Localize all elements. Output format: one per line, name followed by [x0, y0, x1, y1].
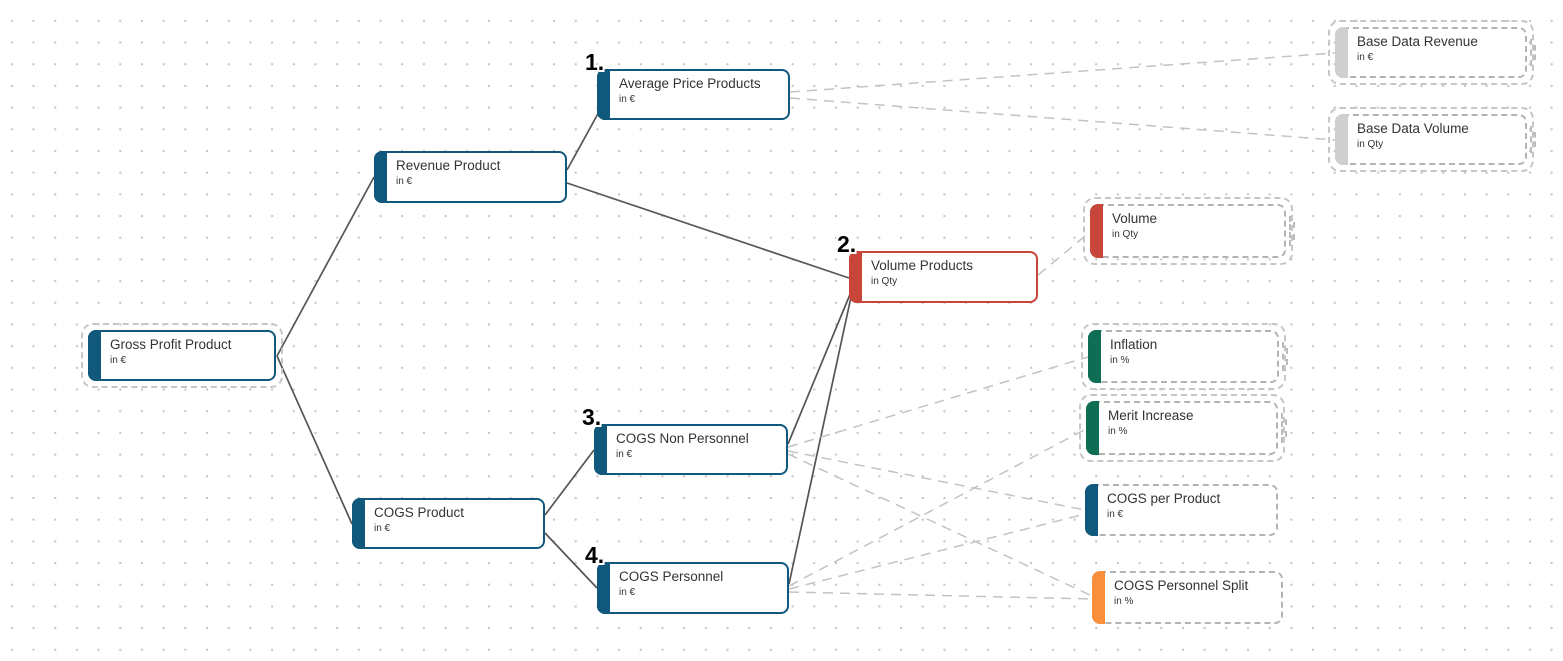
node-box: COGS Personnel in €: [597, 562, 789, 614]
node-title: Revenue Product: [396, 158, 501, 173]
node-unit: in €: [374, 523, 391, 534]
node-number-badge: 3.: [582, 404, 602, 430]
node-unit: in %: [1108, 426, 1128, 437]
node-box: Gross Profit Product in €: [88, 330, 276, 381]
node-accent-bar: [1085, 484, 1098, 536]
node-volume[interactable]: Volume in Qty: [1083, 197, 1295, 265]
node-title: COGS Personnel: [619, 569, 724, 584]
node-accent-bar: [597, 69, 610, 120]
edge-cogs-non-personnel-cogs-per-product: [787, 450, 1086, 511]
node-box: COGS Product in €: [352, 498, 545, 549]
node-unit: in %: [1114, 596, 1134, 607]
edge-gross-profit-product-revenue-product: [276, 176, 375, 357]
edge-cogs-personnel-cogs-personnel-split: [788, 591, 1093, 600]
node-title: Volume: [1112, 211, 1158, 226]
node-revenue-product[interactable]: Revenue Product in €: [374, 151, 567, 203]
edge-cogs-product-cogs-personnel: [544, 532, 598, 589]
edge-average-price-products-base-data-revenue: [789, 52, 1336, 93]
node-unit: in €: [396, 176, 413, 187]
node-unit: in €: [619, 94, 636, 105]
node-title: Average Price Products: [619, 76, 761, 91]
node-number-badge: 1.: [585, 49, 605, 75]
node-cogs-personnel[interactable]: COGS Personnel in € 4.: [585, 544, 789, 614]
edge-cogs-personnel-cogs-per-product: [788, 513, 1086, 590]
node-title: COGS Product: [374, 505, 465, 520]
edge-average-price-products-base-data-volume: [789, 97, 1336, 141]
edge-volume-products-volume: [1037, 231, 1091, 276]
node-gross-profit-product[interactable]: Gross Profit Product in €: [81, 323, 283, 388]
node-number-badge: 2.: [837, 231, 857, 257]
node-accent-bar: [352, 498, 365, 549]
node-title: Volume Products: [871, 258, 974, 273]
node-unit: in €: [619, 587, 636, 598]
node-unit: in Qty: [871, 276, 898, 287]
node-cogs-product[interactable]: COGS Product in €: [352, 498, 545, 549]
node-box: Average Price Products in €: [597, 69, 790, 120]
node-title: Base Data Volume: [1357, 121, 1469, 136]
node-cogs-per-product[interactable]: COGS per Product in €: [1085, 484, 1278, 536]
node-box: COGS per Product in €: [1085, 484, 1278, 536]
node-unit: in %: [1110, 355, 1130, 366]
node-base-data-volume[interactable]: Base Data Volume in Qty: [1328, 107, 1536, 172]
node-title: Inflation: [1110, 337, 1158, 352]
node-accent-bar: [1335, 27, 1348, 78]
edge-cogs-personnel-merit-increase: [788, 428, 1087, 587]
node-cogs-non-personnel[interactable]: COGS Non Personnel in € 3.: [582, 406, 788, 475]
node-box: Volume in Qty: [1090, 204, 1286, 258]
edge-cogs-non-personnel-cogs-personnel-split: [787, 453, 1093, 597]
node-accent-bar: [594, 424, 607, 475]
node-box: Base Data Volume in Qty: [1335, 114, 1527, 165]
node-unit: in €: [1107, 509, 1124, 520]
node-box: Base Data Revenue in €: [1335, 27, 1527, 78]
node-accent-bar: [849, 251, 862, 303]
node-average-price-products[interactable]: Average Price Products in € 1.: [585, 51, 790, 120]
edge-cogs-non-personnel-inflation: [787, 356, 1089, 448]
node-volume-products[interactable]: Volume Products in Qty 2.: [837, 233, 1038, 303]
node-box: COGS Non Personnel in €: [594, 424, 788, 475]
node-accent-bar: [1086, 401, 1099, 455]
edge-revenue-product-average-price-products: [566, 109, 601, 171]
node-title: Gross Profit Product: [110, 337, 232, 352]
node-accent-bar: [1335, 114, 1348, 165]
node-number-badge: 4.: [585, 542, 605, 568]
node-unit: in €: [616, 449, 633, 460]
node-title: Merit Increase: [1108, 408, 1194, 423]
node-box: Merit Increase in %: [1086, 401, 1278, 455]
node-accent-bar: [597, 562, 610, 614]
node-accent-bar: [1092, 571, 1105, 624]
node-cogs-personnel-split[interactable]: COGS Personnel Split in %: [1092, 571, 1283, 624]
node-base-data-revenue[interactable]: Base Data Revenue in €: [1328, 20, 1536, 85]
node-unit: in Qty: [1112, 229, 1139, 240]
node-unit: in €: [1357, 52, 1374, 63]
node-merit-increase[interactable]: Merit Increase in %: [1079, 394, 1287, 462]
edge-cogs-non-personnel-volume-products: [787, 291, 852, 445]
node-title: Base Data Revenue: [1357, 34, 1478, 49]
node-box: Revenue Product in €: [374, 151, 567, 203]
node-title: COGS per Product: [1107, 491, 1221, 506]
node-box: Inflation in %: [1088, 330, 1279, 383]
node-unit: in Qty: [1357, 139, 1384, 150]
edge-cogs-personnel-volume-products: [788, 296, 852, 585]
edge-revenue-product-volume-products: [566, 182, 850, 279]
node-box: Volume Products in Qty: [849, 251, 1038, 303]
node-accent-bar: [374, 151, 387, 203]
node-box: COGS Personnel Split in %: [1092, 571, 1283, 624]
edge-cogs-product-cogs-non-personnel: [544, 449, 595, 516]
node-accent-bar: [88, 330, 101, 381]
node-title: COGS Personnel Split: [1114, 578, 1249, 593]
node-inflation[interactable]: Inflation in %: [1081, 323, 1288, 390]
edge-gross-profit-product-cogs-product: [276, 355, 353, 525]
node-accent-bar: [1090, 204, 1103, 258]
node-title: COGS Non Personnel: [616, 431, 749, 446]
node-accent-bar: [1088, 330, 1101, 383]
node-unit: in €: [110, 355, 127, 366]
